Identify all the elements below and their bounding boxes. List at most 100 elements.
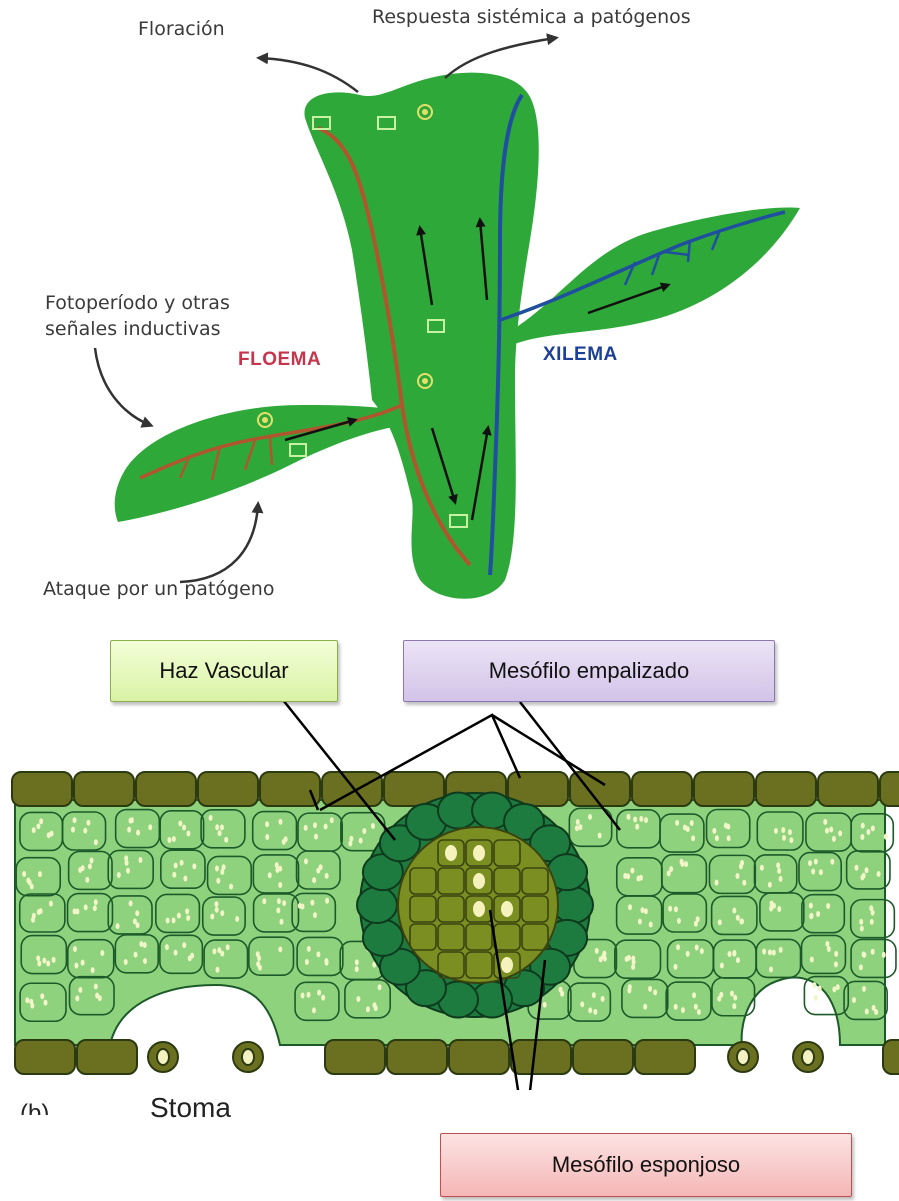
- leaf-cross-section: [0, 660, 899, 1090]
- chloroplast-dot: [312, 877, 316, 883]
- chloroplast-dot: [774, 828, 778, 834]
- chloroplast-dot: [626, 873, 630, 879]
- chloroplast-dot: [732, 1003, 736, 1009]
- chloroplast-dot: [852, 997, 856, 1003]
- chloroplast-dot: [127, 827, 131, 833]
- chloroplast-dot: [182, 824, 186, 830]
- chloroplast-dot: [818, 985, 822, 991]
- chloroplast-dot: [278, 882, 282, 888]
- chloroplast-dot: [827, 946, 831, 952]
- chloroplast-dot: [578, 824, 582, 830]
- chloroplast-dot: [736, 957, 740, 963]
- chloroplast-dot: [865, 1009, 869, 1015]
- chloroplast-dot: [174, 950, 178, 956]
- chloroplast-dot: [177, 913, 181, 919]
- chloroplast-dot: [220, 824, 224, 830]
- chloroplast-dot: [371, 823, 375, 829]
- epidermis-cell: [449, 1040, 509, 1074]
- chloroplast-dot: [715, 835, 719, 841]
- chloroplast-dot: [94, 899, 98, 905]
- floema-label: FLOEMA: [238, 349, 321, 371]
- chloroplast-dot: [135, 910, 139, 916]
- chloroplast-dot: [78, 987, 82, 993]
- chloroplast-dot: [262, 898, 266, 904]
- chloroplast-dot: [93, 905, 97, 911]
- chloroplast-dot: [277, 898, 281, 904]
- chloroplast-dot: [811, 869, 815, 875]
- chloroplast-dot: [715, 880, 719, 886]
- chloroplast-dot: [218, 830, 222, 836]
- chloroplast-dot: [628, 904, 632, 910]
- chloroplast-dot: [862, 951, 866, 957]
- epidermis-cell: [880, 772, 899, 806]
- chloroplast-dot: [172, 836, 176, 842]
- chloroplast-dot: [683, 824, 687, 830]
- chloroplast-dot: [861, 823, 865, 829]
- chloroplast-dot: [307, 946, 311, 952]
- chloroplast-dot: [732, 950, 736, 956]
- chloroplast-dot: [882, 952, 886, 958]
- chloroplast-dot: [91, 967, 95, 973]
- chloroplast-dot: [625, 956, 629, 962]
- chloroplast-dot: [215, 865, 219, 871]
- chloroplast-dot: [810, 956, 814, 962]
- chloroplast-dot: [836, 984, 840, 990]
- chloroplast-dot: [825, 828, 829, 834]
- chloroplast-dot: [862, 873, 866, 879]
- chloroplast-dot: [256, 961, 260, 967]
- chloroplast-dot: [186, 915, 190, 921]
- chloroplast-dot: [37, 961, 41, 967]
- chloroplast-dot: [172, 917, 176, 923]
- chloroplast-dot: [86, 820, 90, 826]
- chloroplast-dot: [226, 944, 230, 950]
- chloroplast-dot: [39, 908, 43, 914]
- chloroplast-dot: [73, 817, 77, 823]
- sheath-cell: [363, 920, 403, 956]
- chloroplast-dot: [777, 868, 781, 874]
- chloroplast-dot: [325, 873, 329, 879]
- chloroplast-dot: [330, 817, 334, 823]
- chloroplast-dot: [639, 816, 643, 822]
- chloroplast-dot: [224, 837, 228, 843]
- fotoperiodo-label: Fotoperíodo y otras señales inductivas: [45, 290, 230, 342]
- chloroplast-dot: [355, 959, 359, 965]
- chloroplast-dot: [871, 825, 875, 831]
- chloroplast-dot: [306, 992, 310, 998]
- chloroplast-dot: [166, 918, 170, 924]
- core-dot: [501, 957, 513, 973]
- chloroplast-dot: [777, 906, 781, 912]
- epidermis-cell: [325, 1040, 385, 1074]
- chloroplast-dot: [284, 836, 288, 842]
- epidermis-cell: [322, 772, 382, 806]
- chloroplast-dot: [278, 946, 282, 952]
- chloroplast-dot: [728, 951, 732, 957]
- epidermis-cell: [756, 772, 816, 806]
- chloroplast-dot: [593, 1009, 597, 1015]
- chloroplast-dot: [38, 871, 42, 877]
- epidermis-cell: [883, 1040, 899, 1074]
- chloroplast-dot: [355, 966, 359, 972]
- sheath-cell: [357, 887, 397, 923]
- chloroplast-dot: [644, 817, 648, 823]
- chloroplast-dot: [823, 819, 827, 825]
- chloroplast-dot: [359, 838, 363, 844]
- chloroplast-dot: [73, 908, 77, 914]
- chloroplast-dot: [276, 907, 280, 913]
- core-dot: [501, 901, 513, 917]
- chloroplast-dot: [825, 941, 829, 947]
- chloroplast-dot: [43, 1000, 47, 1006]
- chloroplast-dot: [212, 948, 216, 954]
- figure-part-label: (b): [20, 1102, 49, 1115]
- chloroplast-dot: [210, 914, 214, 920]
- chloroplast-dot: [36, 955, 40, 961]
- chloroplast-dot: [865, 867, 869, 873]
- fotoperiodo-line1: Fotoperíodo y otras: [45, 290, 230, 316]
- chloroplast-dot: [214, 901, 218, 907]
- chloroplast-dot: [265, 821, 269, 827]
- chloroplast-dot: [680, 859, 684, 865]
- epidermis-cell: [632, 772, 692, 806]
- chloroplast-dot: [643, 1004, 647, 1010]
- chloroplast-dot: [692, 992, 696, 998]
- chloroplast-dot: [575, 825, 579, 831]
- chloroplast-dot: [809, 903, 813, 909]
